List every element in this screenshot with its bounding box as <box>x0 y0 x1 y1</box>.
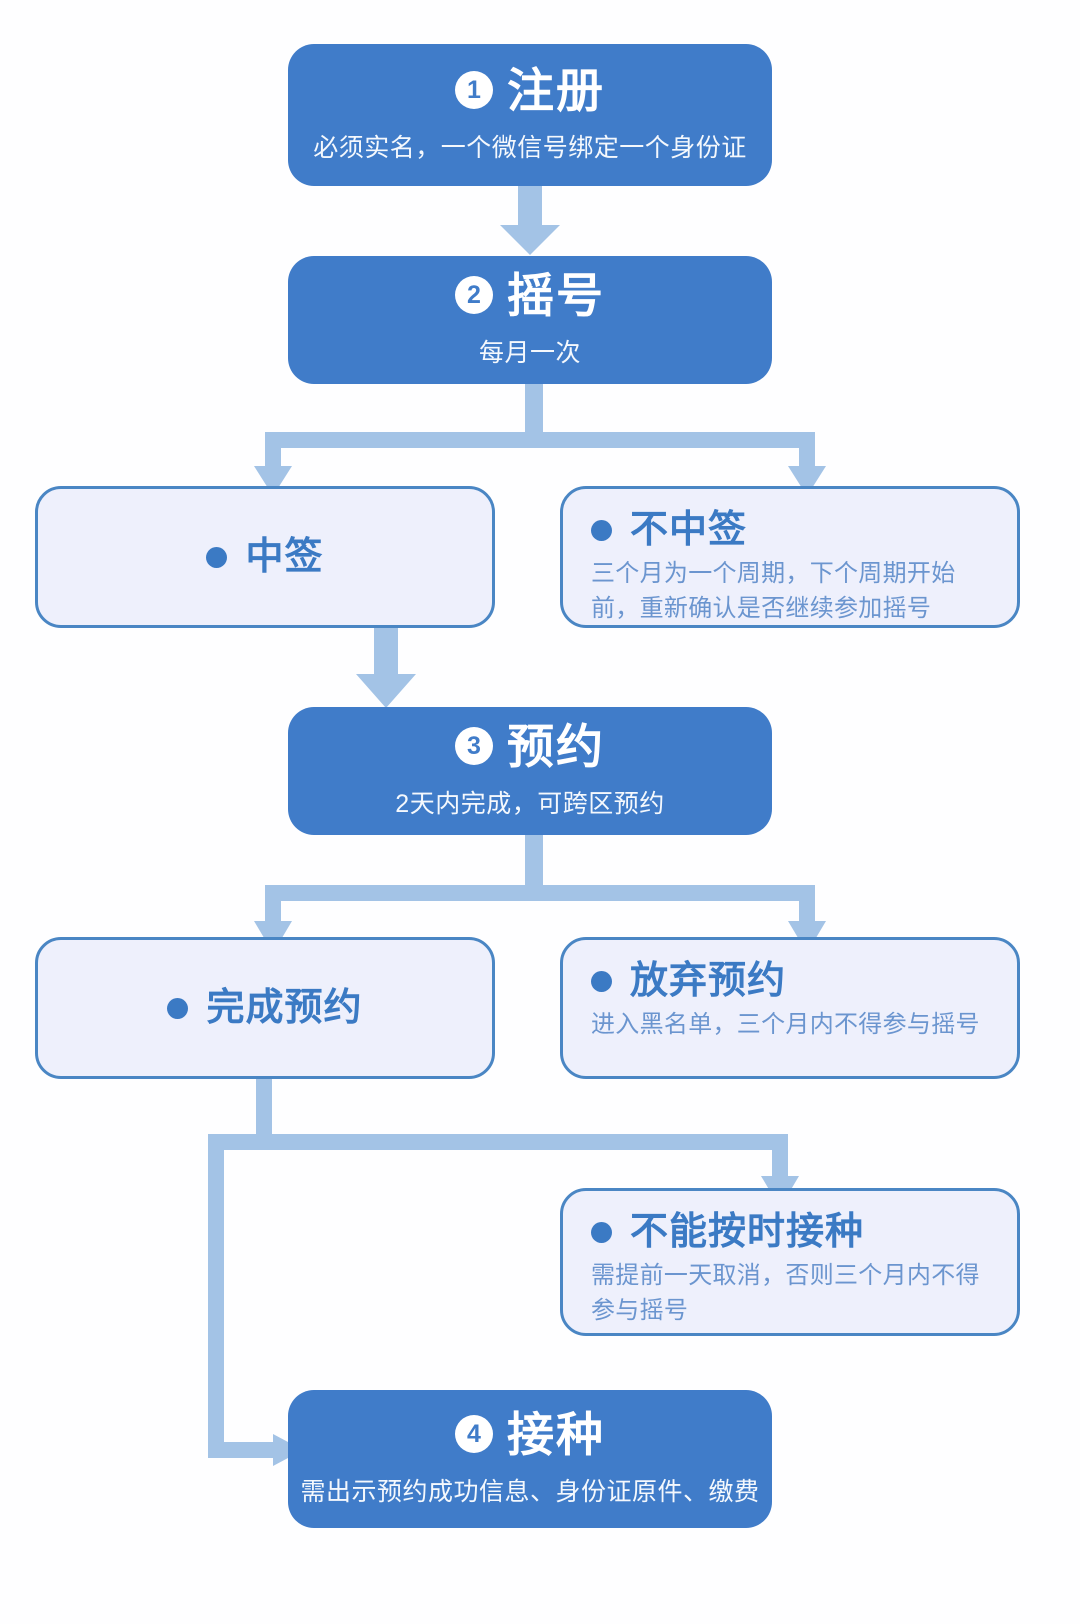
outcome-title: 不中签 <box>630 509 748 551</box>
outcome-box-hit[interactable]: 中签 <box>35 486 495 628</box>
step-number-badge: 1 <box>455 71 493 109</box>
outcome-title: 放弃预约 <box>630 960 787 1002</box>
step-box-lottery[interactable]: 2 摇号 每月一次 <box>288 256 772 384</box>
outcome-description: 需提前一天取消，否则三个月内不得参与摇号 <box>591 1262 980 1324</box>
bullet-icon <box>167 997 189 1019</box>
bullet-icon <box>206 546 228 568</box>
outcome-box-abandon[interactable]: 放弃预约 进入黑名单，三个月内不得参与摇号 <box>560 937 1020 1079</box>
outcome-title: 中签 <box>245 536 324 578</box>
step-subtitle: 2天内完成，可跨区预约 <box>395 789 665 818</box>
step-heading: 1 注册 <box>455 67 605 114</box>
step-heading: 3 预约 <box>455 723 605 770</box>
connector-step2-branch <box>230 380 850 502</box>
outcome-heading: 中签 <box>206 538 323 576</box>
step-heading: 2 摇号 <box>455 272 605 319</box>
outcome-heading: 完成预约 <box>167 989 362 1027</box>
connector-step1-to-step2 <box>492 185 568 257</box>
step-heading: 4 接种 <box>455 1411 605 1458</box>
outcome-description: 三个月为一个周期，下个周期开始前，重新确认是否继续参加摇号 <box>591 560 956 622</box>
outcome-box-booked[interactable]: 完成预约 <box>35 937 495 1079</box>
step-number-badge: 3 <box>455 727 493 765</box>
step-title: 摇号 <box>507 268 605 322</box>
step-subtitle: 需出示预约成功信息、身份证原件、缴费 <box>300 1477 760 1506</box>
step-title: 预约 <box>507 719 605 773</box>
step-title: 接种 <box>507 1407 605 1461</box>
outcome-description: 进入黑名单，三个月内不得参与摇号 <box>591 1011 980 1038</box>
outcome-heading: 不中签 <box>591 511 991 549</box>
step-box-register[interactable]: 1 注册 必须实名，一个微信号绑定一个身份证 <box>288 44 772 186</box>
outcome-box-miss[interactable]: 不中签 三个月为一个周期，下个周期开始前，重新确认是否继续参加摇号 <box>560 486 1020 628</box>
step-number-badge: 4 <box>455 1415 493 1453</box>
outcome-title: 完成预约 <box>206 987 363 1029</box>
step-title: 注册 <box>507 63 605 117</box>
outcome-heading: 放弃预约 <box>591 962 991 1000</box>
bullet-icon <box>591 519 612 541</box>
connector-hit-to-step3 <box>348 628 424 710</box>
step-subtitle: 每月一次 <box>478 338 581 367</box>
step-subtitle: 必须实名，一个微信号绑定一个身份证 <box>313 133 747 162</box>
step-box-vaccination[interactable]: 4 接种 需出示预约成功信息、身份证原件、缴费 <box>288 1390 772 1528</box>
step-box-appointment[interactable]: 3 预约 2天内完成，可跨区预约 <box>288 707 772 835</box>
bullet-icon <box>591 970 612 992</box>
outcome-box-late[interactable]: 不能按时接种 需提前一天取消，否则三个月内不得参与摇号 <box>560 1188 1020 1336</box>
bullet-icon <box>591 1221 612 1243</box>
outcome-title: 不能按时接种 <box>630 1211 865 1253</box>
step-number-badge: 2 <box>455 276 493 314</box>
outcome-heading: 不能按时接种 <box>591 1213 991 1251</box>
